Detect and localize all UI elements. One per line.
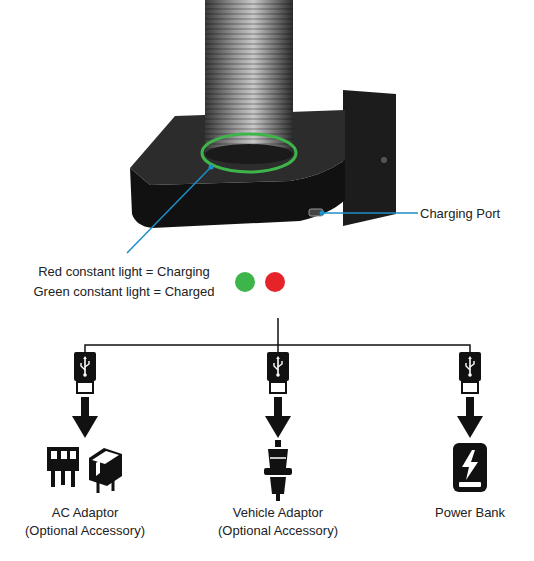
legend-swatch xyxy=(265,272,285,292)
device-body xyxy=(205,0,293,154)
leader-line xyxy=(127,167,211,253)
power-bank-icon xyxy=(453,443,487,492)
legend-swatch xyxy=(235,272,255,292)
device-bottom xyxy=(205,144,293,164)
usb-plug-arrow xyxy=(265,352,291,438)
callout-label: Vehicle Adaptor (Optional Accessory) xyxy=(218,504,339,540)
ac-adaptor-icon xyxy=(47,447,122,493)
branch-line xyxy=(277,345,279,352)
callout-label: Charging Port xyxy=(420,205,500,223)
callout-label: Power Bank xyxy=(435,504,505,522)
callout-label: AC Adaptor (Optional Accessory) xyxy=(25,504,146,540)
device-ribs xyxy=(205,0,293,154)
wall-plate xyxy=(343,90,396,226)
branch-line xyxy=(277,318,279,345)
led-ring xyxy=(202,134,296,172)
usb-plug-arrow xyxy=(457,352,483,438)
vehicle-adaptor-icon xyxy=(264,440,292,501)
branch-line xyxy=(85,345,470,352)
usb-plug-arrow xyxy=(72,352,98,438)
legend-text: Red constant light = Charging xyxy=(8,262,240,282)
leader-line xyxy=(322,212,418,214)
screw-hole xyxy=(381,157,387,163)
leader-dot xyxy=(320,211,325,216)
legend-text: Green constant light = Charged xyxy=(8,282,240,302)
leader-dot xyxy=(209,165,214,170)
